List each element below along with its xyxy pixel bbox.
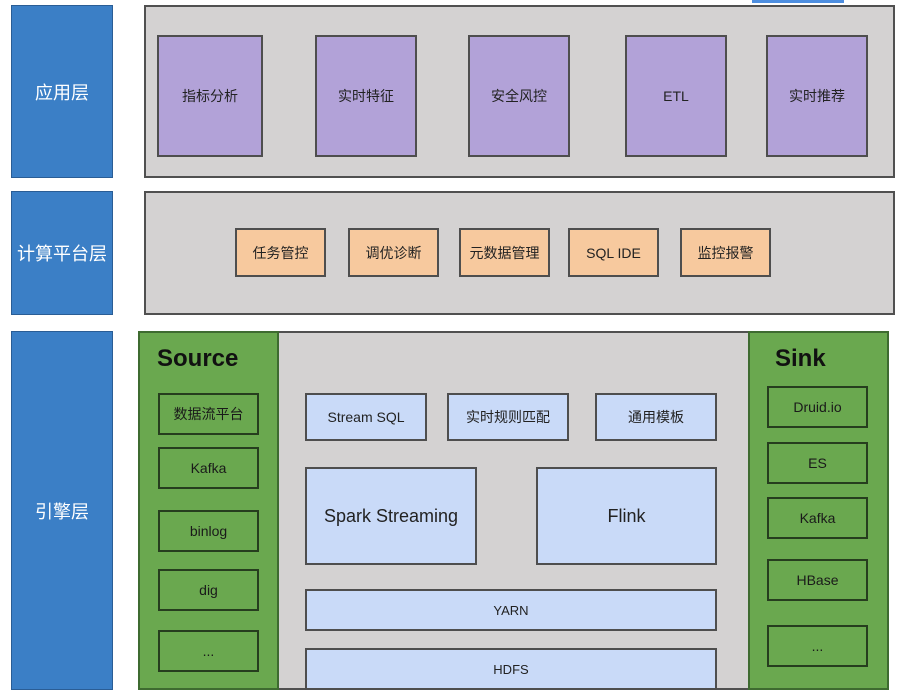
application-item: 安全风控 xyxy=(468,35,570,157)
source-title: Source xyxy=(157,345,239,372)
platform-item: 元数据管理 xyxy=(459,228,550,277)
source-item: Kafka xyxy=(158,447,259,489)
sink-item: Kafka xyxy=(767,497,868,539)
application-item: 实时推荐 xyxy=(766,35,868,157)
sink-item: HBase xyxy=(767,559,868,601)
platform-item: 监控报警 xyxy=(680,228,771,277)
top-accent-bar xyxy=(752,0,844,3)
layer-label-engine: 引擎层 xyxy=(11,331,113,690)
application-item: 实时特征 xyxy=(315,35,417,157)
platform-item: 调优诊断 xyxy=(348,228,439,277)
source-item: ... xyxy=(158,630,259,672)
sink-item: Druid.io xyxy=(767,386,868,428)
platform-item: 任务管控 xyxy=(235,228,326,277)
sink-item: ... xyxy=(767,625,868,667)
engine-api-box: 实时规则匹配 xyxy=(447,393,569,441)
engine-api-box: Stream SQL xyxy=(305,393,427,441)
engine-spark-streaming-box: Spark Streaming xyxy=(305,467,477,565)
application-item: ETL xyxy=(625,35,727,157)
engine-hdfs-bar: HDFS xyxy=(305,648,717,690)
sink-title: Sink xyxy=(775,345,826,372)
source-item: 数据流平台 xyxy=(158,393,259,435)
source-item: dig xyxy=(158,569,259,611)
engine-api-box: 通用模板 xyxy=(595,393,717,441)
layer-label-platform: 计算平台层 xyxy=(11,191,113,315)
platform-item: SQL IDE xyxy=(568,228,659,277)
source-item: binlog xyxy=(158,510,259,552)
layer-label-application: 应用层 xyxy=(11,5,113,178)
sink-item: ES xyxy=(767,442,868,484)
application-item: 指标分析 xyxy=(157,35,263,157)
engine-yarn-bar: YARN xyxy=(305,589,717,631)
engine-flink-box: Flink xyxy=(536,467,717,565)
